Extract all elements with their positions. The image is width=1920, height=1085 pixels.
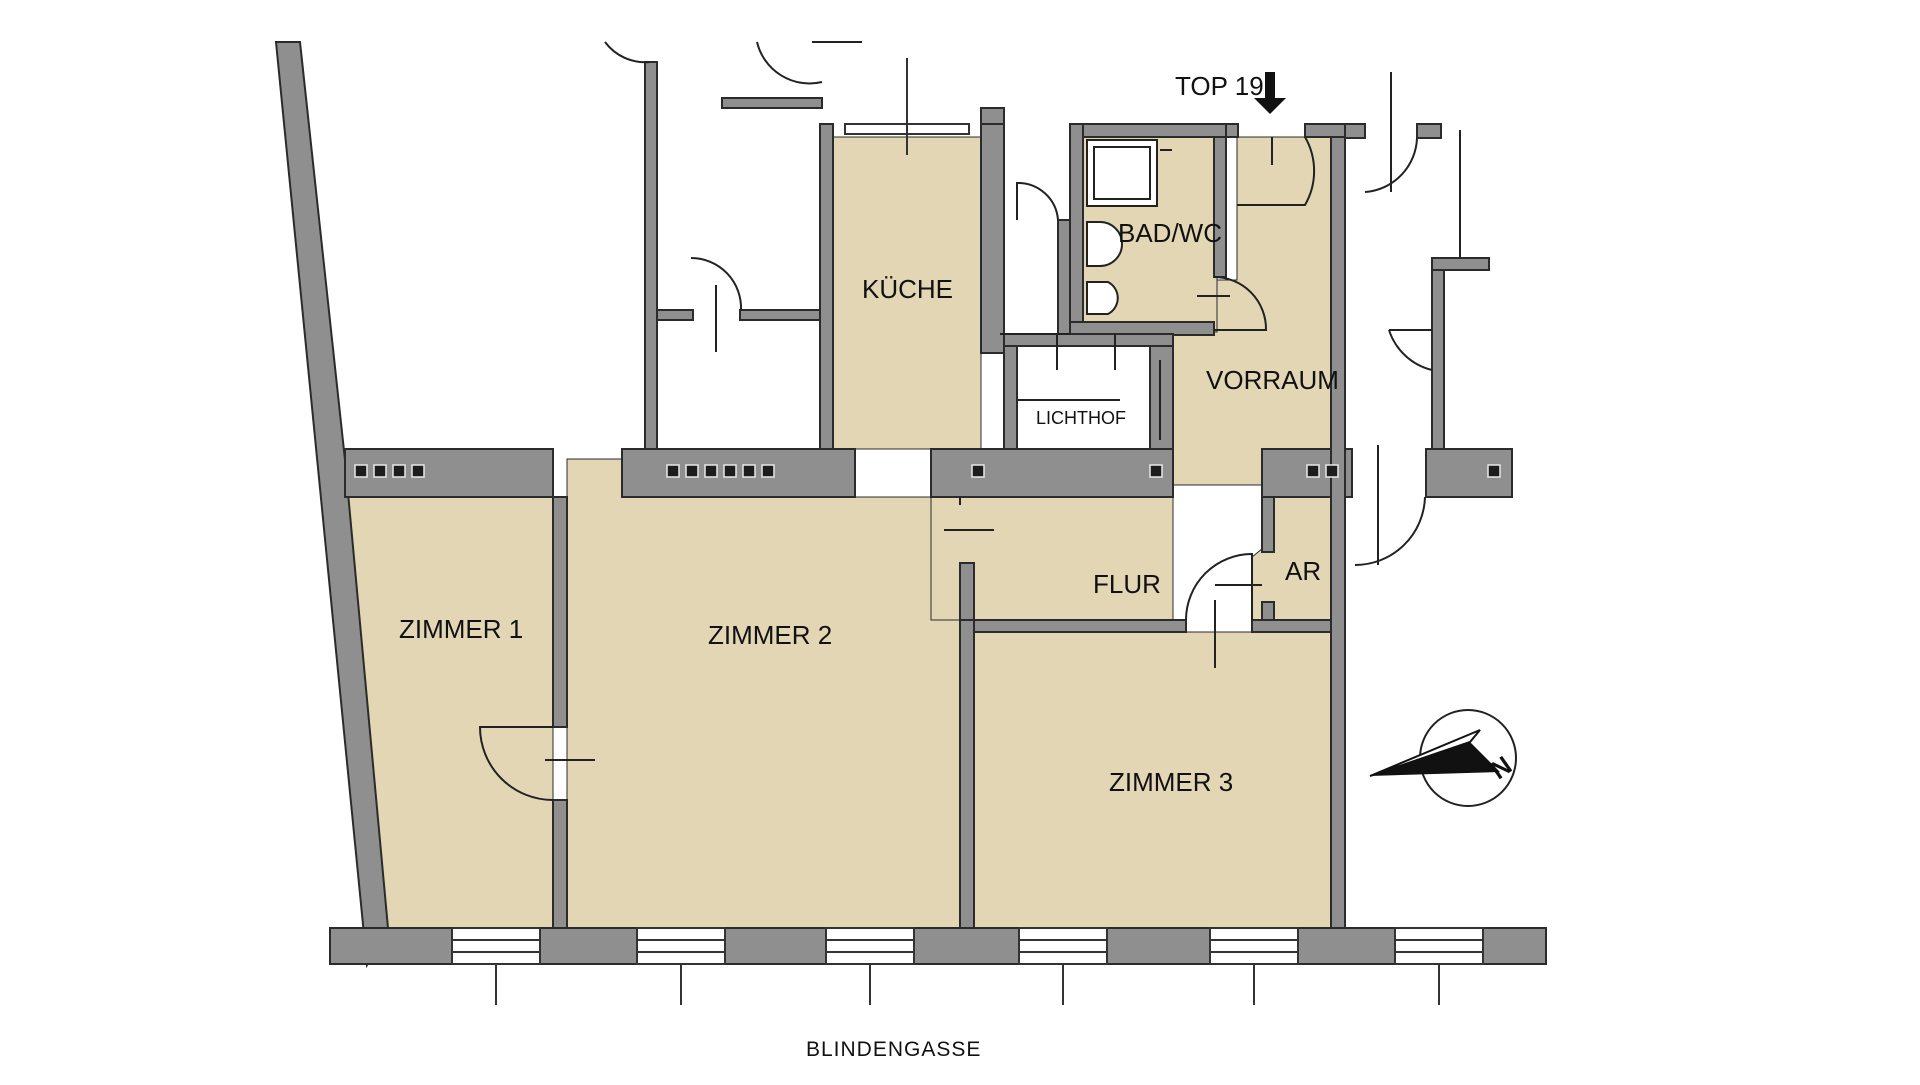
bad-wall-top: [1069, 123, 1238, 138]
partition-flur-z3-left: [973, 619, 1187, 633]
ar-label: AR: [1285, 556, 1321, 586]
west-exterior-wall: [274, 41, 390, 969]
neighbor-wall-a: [1416, 123, 1442, 139]
shaft-wall-right: [1057, 219, 1071, 335]
door-swings: [478, 41, 1461, 801]
bad-wc-label: BAD/WC: [1118, 218, 1222, 248]
bath-fixtures: [1086, 139, 1172, 315]
zimmer2-floor: [566, 458, 961, 929]
kueche-wall-right: [980, 107, 1005, 354]
kueche-wall-right-top: [980, 107, 1005, 125]
compass: [1369, 709, 1517, 807]
zimmer1-label: ZIMMER 1: [399, 614, 523, 644]
neighbor-wall-top: [1344, 123, 1366, 139]
bad-wall-left: [1069, 123, 1084, 335]
shower-tray: [1086, 139, 1158, 207]
vorraum-top-right: [1304, 123, 1346, 138]
neighbor-stair-wall: [656, 309, 694, 321]
flur-label: FLUR: [1093, 569, 1161, 599]
neighbor-mid-wall: [644, 61, 658, 450]
vorraum-top-left: [1225, 123, 1239, 138]
windows: [451, 58, 1484, 1005]
entrance-arrow: [1254, 72, 1286, 114]
kueche-wall-left: [819, 123, 834, 450]
unit-label: TOP 19: [1175, 71, 1264, 101]
lichthof-wall-top: [1003, 333, 1174, 347]
street-label: BLINDENGASSE: [806, 1038, 981, 1061]
kueche-label: KÜCHE: [862, 274, 953, 304]
bad-wall-right-top: [1213, 136, 1227, 278]
compass-needle-light: [1369, 729, 1481, 777]
walls: [274, 41, 1547, 969]
band-wall-mid: [621, 448, 856, 498]
lichthof-label: LICHTHOF: [1036, 408, 1126, 428]
zimmer3-floor: [973, 631, 1342, 929]
band-wall-right: [930, 448, 1174, 498]
vorraum-label: VORRAUM: [1206, 365, 1339, 395]
ar-wall-left: [1261, 496, 1275, 553]
partition-flur-z3-right: [1251, 619, 1343, 633]
neighbor-wall-c: [1431, 257, 1490, 271]
partition-z1-z2-bottom: [552, 799, 568, 929]
toilet: [1086, 281, 1119, 315]
ar-wall-stub: [1261, 601, 1275, 621]
partition-z1-z2-top: [552, 496, 568, 728]
neighbor-upper-wall: [721, 97, 823, 109]
room-floors: [344, 136, 1342, 929]
compass-needle-dark: [1370, 742, 1500, 776]
neighbor-wall-b: [1431, 257, 1445, 450]
zimmer2-label: ZIMMER 2: [708, 620, 832, 650]
lichthof-wall-right: [1149, 344, 1174, 450]
flur-stub-wall: [959, 562, 975, 621]
vent-markers: [354, 464, 1501, 478]
zimmer3-label: ZIMMER 3: [1109, 767, 1233, 797]
east-wall: [1330, 123, 1346, 929]
neighbor-stair-wall-2: [739, 309, 821, 321]
lichthof-wall-left: [1003, 344, 1018, 450]
sink: [1086, 221, 1123, 267]
